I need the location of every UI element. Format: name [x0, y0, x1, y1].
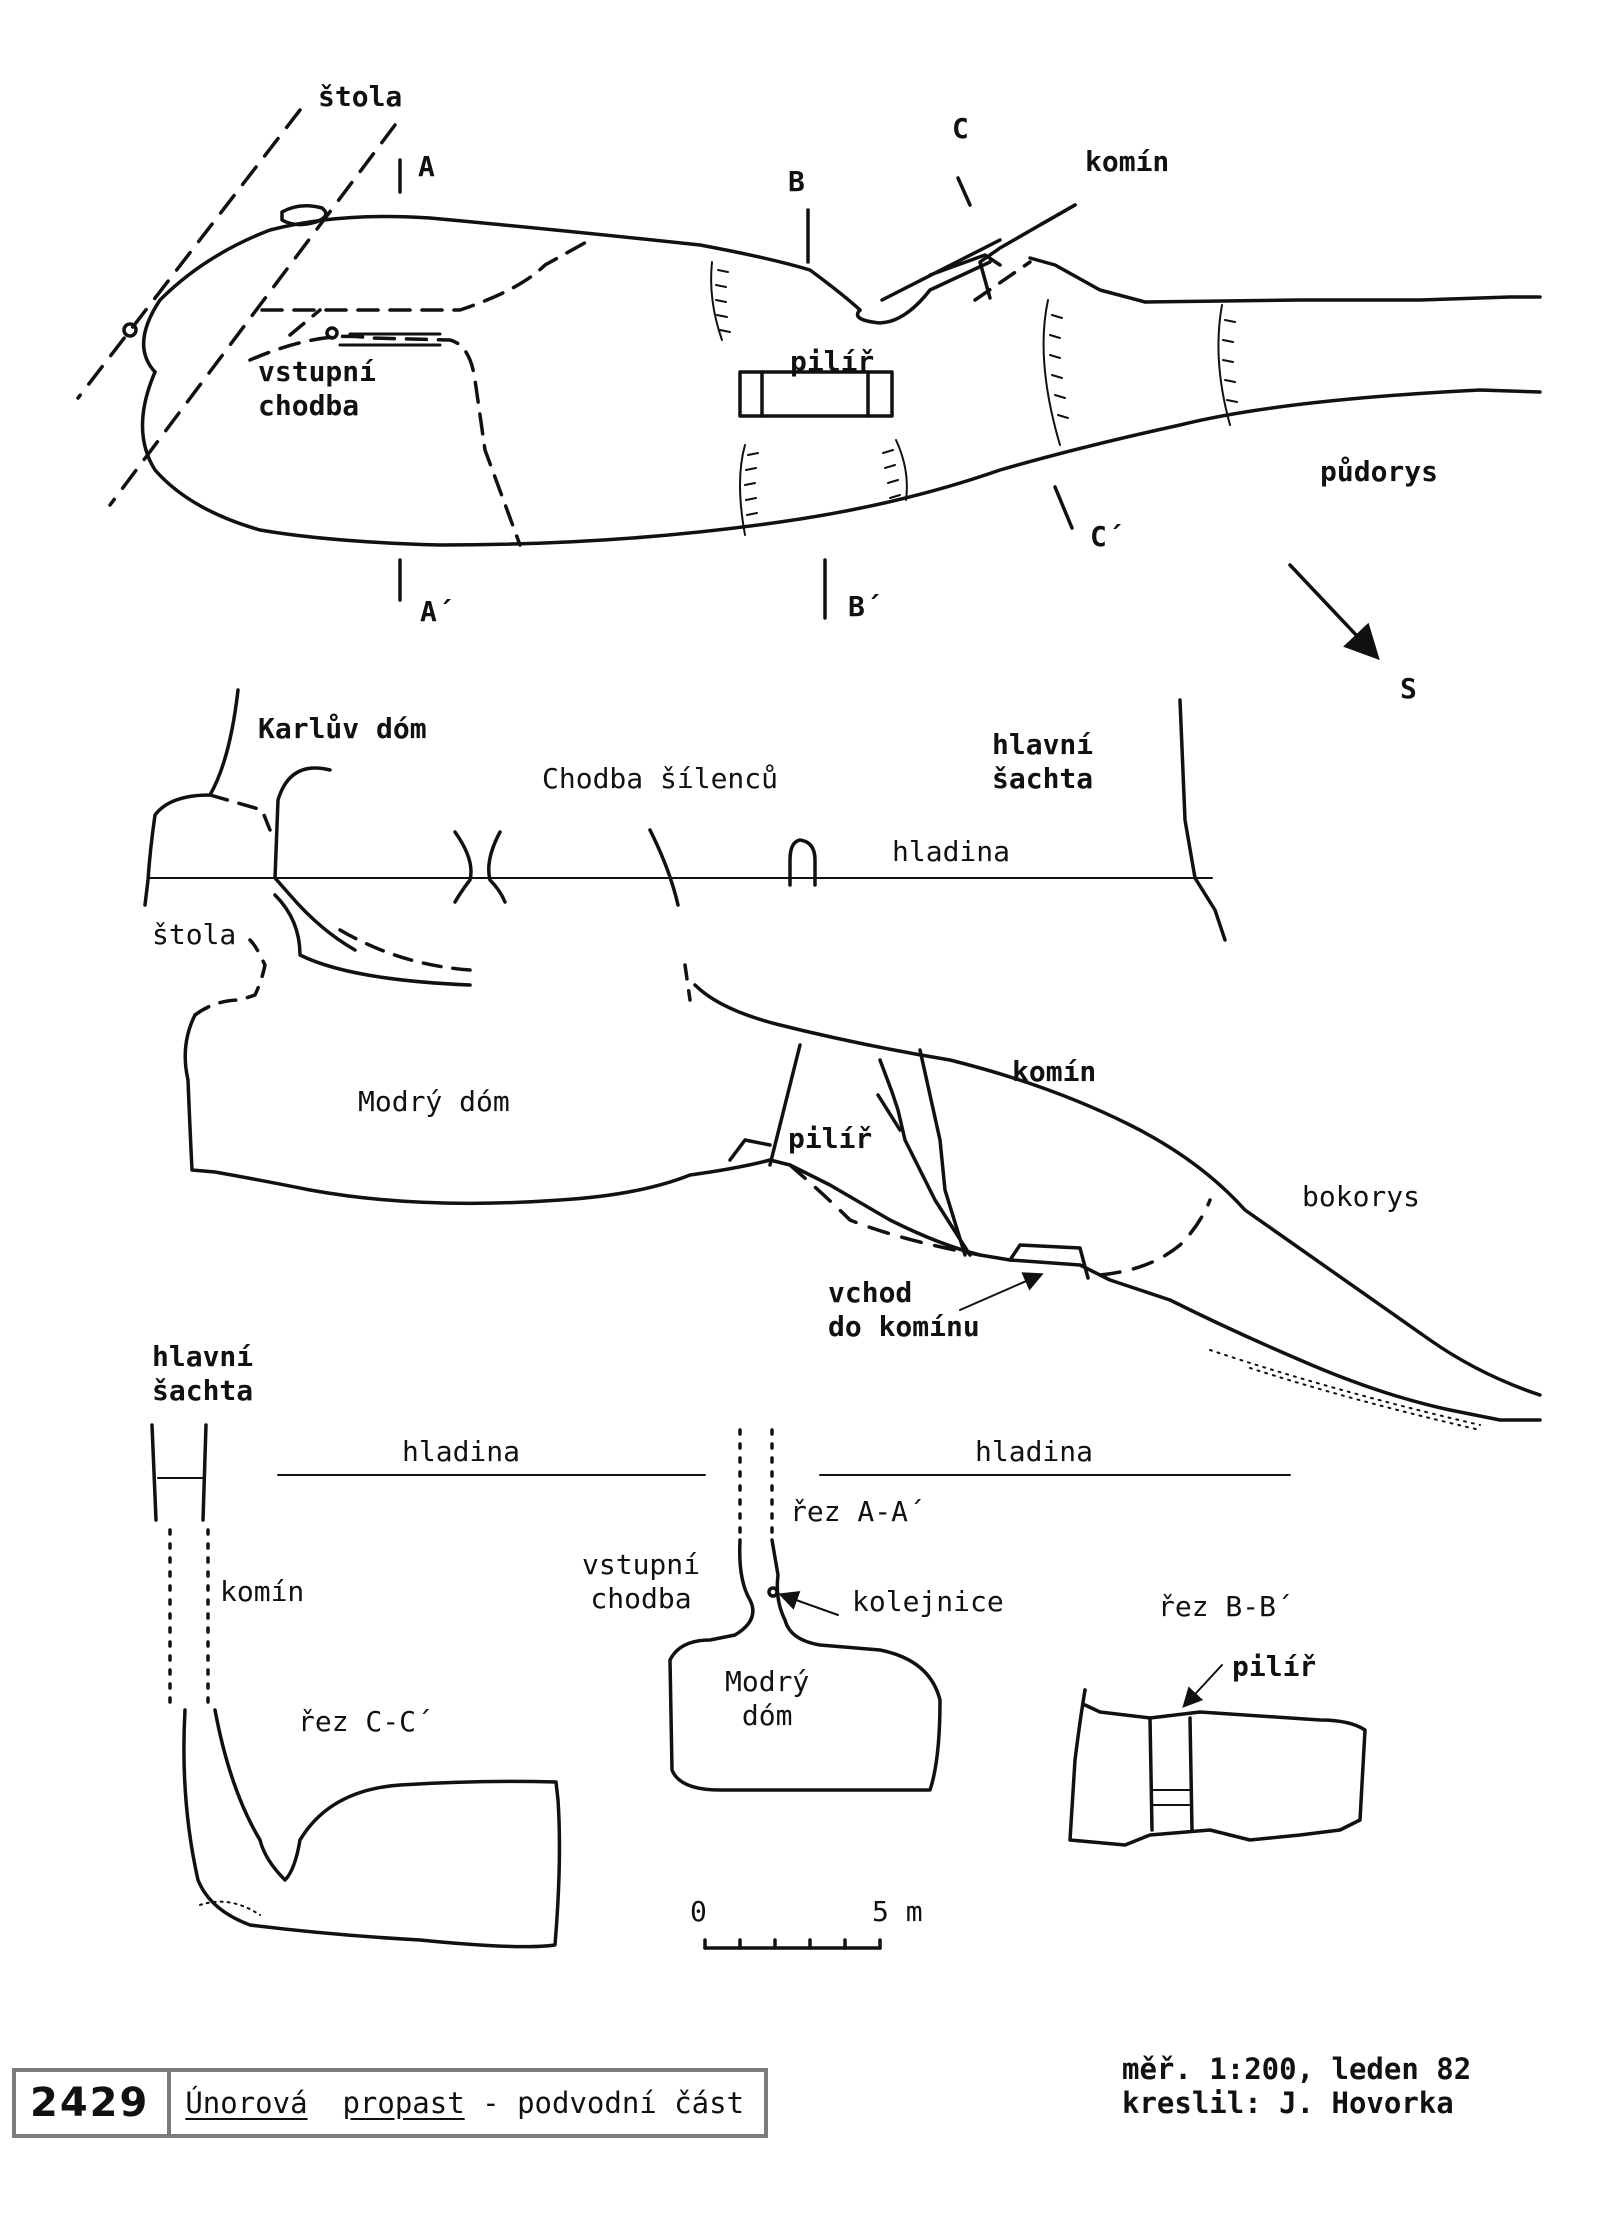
scale-zero-label: 0: [690, 1895, 707, 1928]
title-part-rest: - podvodní část: [464, 2086, 745, 2120]
plan-pillar-label: pilíř: [790, 345, 875, 378]
plan-chimney-label: komín: [1085, 145, 1170, 178]
section-aa-rail-label: kolejnice: [852, 1585, 1004, 1618]
profile-adit-label: štola: [152, 918, 237, 951]
profile-pillar-label: pilíř: [788, 1122, 873, 1155]
plan-section-b2-label: B´: [848, 590, 882, 623]
section-cc-chimney-label: komín: [220, 1575, 305, 1608]
section-cc-water-level-label: hladina: [402, 1435, 521, 1468]
plan-section-c-label: C: [952, 112, 969, 145]
section-cc: [150, 1423, 706, 1949]
section-cc-main-shaft-label: hlavní šachta: [152, 1340, 254, 1407]
section-cc-title: řez C-C´: [298, 1705, 433, 1738]
section-aa-water-level-label: hladina: [975, 1435, 1094, 1468]
profile-view-name: bokorys: [1302, 1180, 1421, 1213]
plan-entrance-corridor-label: vstupní chodba: [258, 355, 377, 422]
north-arrow-label: S: [1400, 672, 1417, 705]
scale-five-label: 5 m: [872, 1895, 923, 1928]
plan-view: [76, 108, 1542, 661]
plan-adit-label: štola: [318, 80, 403, 113]
title-part-unorova: Únorová: [185, 2086, 308, 2120]
plan-section-b-label: B: [788, 165, 805, 198]
sheet-number: 2429: [16, 2072, 172, 2134]
profile-view: [143, 688, 1542, 1431]
section-bb: [1068, 1664, 1367, 1847]
plan-section-a-label: A: [418, 150, 435, 183]
profile-chimney-label: komín: [1012, 1055, 1097, 1088]
scale-bar: [703, 1938, 882, 1950]
chodba-silencu-label: Chodba šílenců: [542, 762, 779, 795]
scale-date-text: měř. 1:200, leden 82: [1122, 2052, 1472, 2086]
chimney-entrance-label: vchod do komínu: [828, 1276, 980, 1343]
section-bb-pillar-label: pilíř: [1232, 1650, 1317, 1683]
section-bb-title: řez B-B´: [1158, 1590, 1293, 1623]
credits: měř. 1:200, leden 82 kreslil: J. Hovorka: [1122, 2052, 1471, 2120]
karluv-dom-label: Karlův dóm: [258, 712, 427, 745]
section-aa-modry-dom-label: Modrý dóm: [725, 1665, 810, 1732]
plan-section-a2-label: A´: [420, 595, 454, 628]
profile-main-shaft-label: hlavní šachta: [992, 728, 1094, 795]
plan-section-c2-label: C´: [1090, 520, 1124, 553]
title-part-propast: propast: [342, 2086, 465, 2120]
profile-water-level-label: hladina: [892, 835, 1011, 868]
section-aa-entrance-corridor-label: vstupní chodba: [582, 1548, 701, 1615]
section-aa: [668, 1428, 1291, 1792]
section-aa-title: řez A-A´: [790, 1495, 925, 1528]
modry-dom-label: Modrý dóm: [358, 1085, 510, 1118]
title-block: 2429 Únorová propast - podvodní část: [12, 2068, 769, 2138]
sheet-title: Únorová propast - podvodní část: [171, 2072, 764, 2134]
plan-view-name: půdorys: [1320, 455, 1439, 488]
author-text: kreslil: J. Hovorka: [1122, 2086, 1454, 2120]
